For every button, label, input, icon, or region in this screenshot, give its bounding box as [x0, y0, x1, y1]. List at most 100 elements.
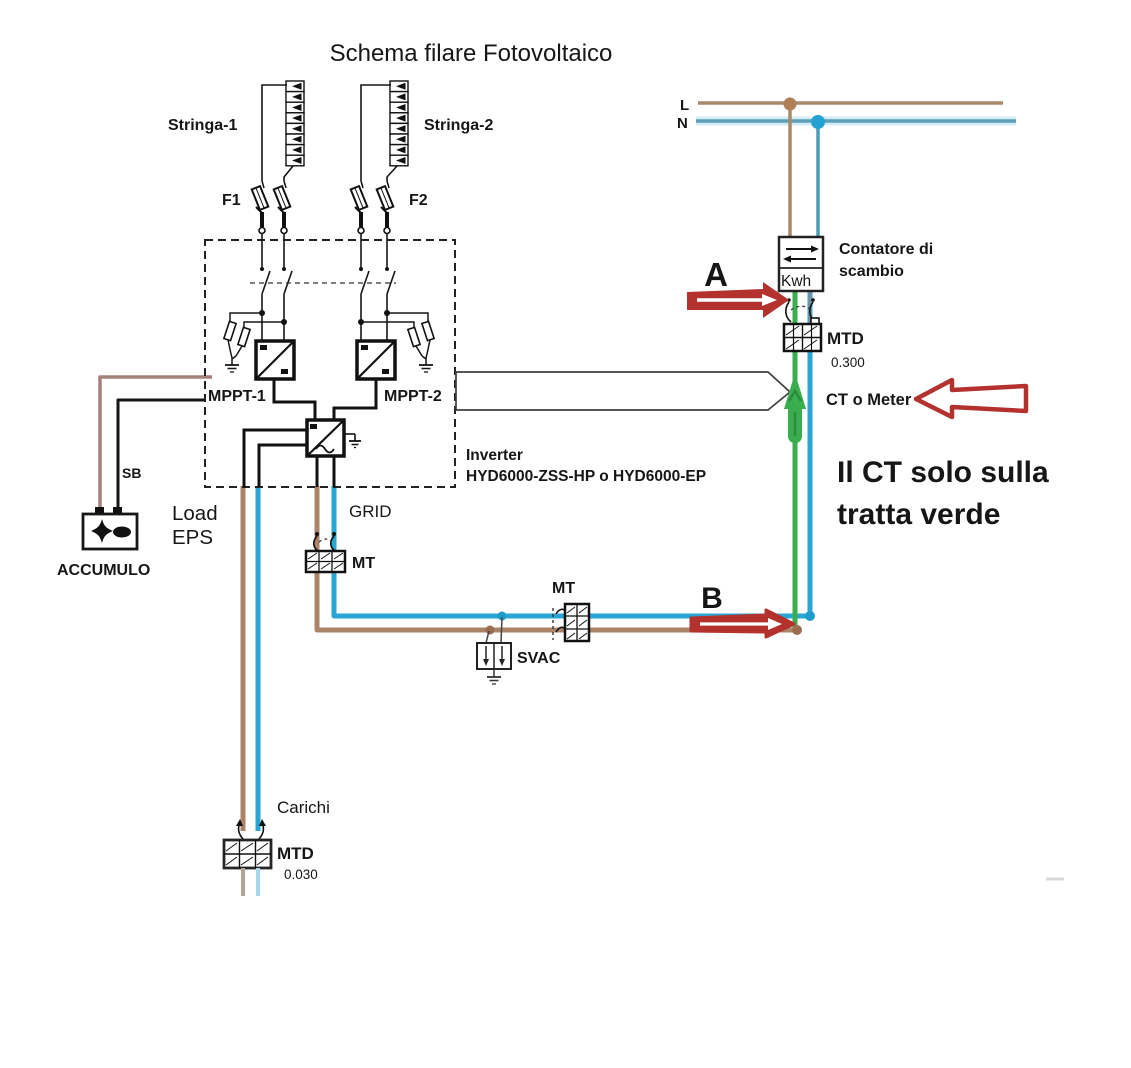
string1-label: Stringa-1: [168, 117, 237, 134]
battery-terminal: [113, 507, 122, 514]
ct-cable-pointer-arrow: [455, 371, 792, 411]
pv-module: [389, 80, 409, 93]
junction-dot-run-l: [792, 625, 802, 635]
pv-string-1-modules: [285, 80, 305, 167]
junction-dot-svac-l: [485, 625, 495, 635]
grid-label: GRID: [349, 502, 392, 521]
inverter-model-label: HYD6000-ZSS-HP o HYD6000-EP: [466, 468, 706, 485]
ground-symbol: [349, 434, 361, 449]
mt-grid-breaker: [304, 532, 347, 574]
mtd-load-breaker: [222, 819, 273, 870]
marker-b-label: B: [701, 582, 723, 615]
battery-plus-symbol: [91, 519, 113, 543]
eps-output-stub: [257, 443, 307, 487]
battery-minus-symbol: [113, 526, 131, 538]
junction-dot: [358, 319, 364, 325]
junction-dot-n: [811, 115, 825, 129]
pv-module: [285, 112, 305, 125]
string2-label: Stringa-2: [424, 117, 493, 134]
ct-note-line2: tratta verde: [837, 498, 1000, 531]
fuse-f2-b: [375, 180, 395, 235]
string-wiring: [261, 84, 398, 181]
pv-module: [389, 112, 409, 125]
pv-module: [285, 143, 305, 156]
mt-run-breaker: [552, 602, 591, 643]
meter-disconnect-switch: [785, 298, 816, 323]
marker-a-label: A: [704, 256, 728, 293]
junction-dot-svac-n: [497, 611, 507, 621]
fuse1-label: F1: [222, 192, 241, 209]
pv-module: [389, 133, 409, 146]
mtd-meter-rating: 0.300: [831, 355, 865, 370]
switch-blade: [261, 270, 271, 295]
pv-module: [389, 101, 409, 114]
battery-positive-wire: [98, 375, 212, 514]
junction-dot: [384, 310, 390, 316]
battery-terminal: [95, 507, 104, 514]
annotation-arrow-a: [687, 282, 789, 318]
junction-dot-run-n: [805, 611, 815, 621]
mppt2-converter-box: [355, 339, 397, 381]
pv-string-2-modules: [389, 80, 409, 167]
junction-dot: [281, 319, 287, 325]
battery-box: [81, 507, 139, 551]
line-n-label: N: [677, 115, 688, 132]
mppt2-output-wire: [332, 379, 378, 420]
inverter-enclosure-dashed-box: [204, 239, 456, 488]
string1-return-wire: [261, 84, 287, 181]
inverter-box: [305, 418, 361, 458]
ground-symbol: [487, 669, 501, 685]
battery-sb-wire: [116, 398, 204, 514]
mt-grid-label: MT: [352, 555, 375, 572]
switch-blade: [360, 270, 370, 295]
pv-module: [285, 101, 305, 114]
kwh-label: Kwh: [781, 273, 811, 290]
load-eps-label-line1: Load: [172, 502, 218, 525]
kwh-meter-box: [777, 235, 825, 293]
switch-contact: [359, 267, 363, 271]
mppt2-label: MPPT-2: [384, 388, 442, 405]
meter-name-line1: Contatore di: [839, 241, 933, 258]
grid-blue-wire: [331, 486, 810, 619]
battery-wire-label: SB: [122, 465, 141, 481]
ct-left-pointer-arrow: [913, 377, 1029, 420]
string2-return-wire: [360, 84, 391, 181]
switch-contact: [282, 267, 286, 271]
dc-fuses: [250, 180, 395, 235]
mppt1-label: MPPT-1: [208, 388, 266, 405]
string1-output-wire: [283, 165, 294, 181]
pv-module: [389, 154, 409, 167]
switch-blade: [386, 270, 396, 295]
line-l-label: L: [680, 97, 689, 114]
fuse-f2-a: [349, 180, 369, 235]
pv-module: [285, 133, 305, 146]
pv-module: [389, 143, 409, 156]
svac-surge-protector: [476, 616, 512, 685]
load-eps-label-line2: EPS: [172, 526, 213, 549]
mtd-load-label: MTD: [277, 844, 314, 863]
mt-run-label: MT: [552, 580, 575, 597]
mtd-meter-breaker: [782, 317, 823, 353]
svac-label: SVAC: [517, 650, 561, 667]
mtd-load-rating: 0.030: [284, 867, 318, 882]
eps-output-stub: [242, 428, 307, 487]
battery-label: ACCUMULO: [57, 562, 150, 579]
pv-module: [285, 90, 305, 103]
pv-module: [389, 122, 409, 135]
fuse2-label: F2: [409, 192, 428, 209]
inverter-name-label: Inverter: [466, 447, 523, 464]
ct-clamp: [784, 373, 806, 443]
surge-arrester-right: [361, 312, 436, 373]
junction-dot-l: [783, 97, 797, 111]
pv-module: [285, 154, 305, 167]
mppt1-converter-box: [254, 339, 296, 381]
pv-module: [285, 122, 305, 135]
meter-name-line2: scambio: [839, 263, 904, 280]
junction-dot: [259, 310, 265, 316]
mppt1-output-wire: [272, 379, 317, 420]
annotation-arrow-b: [689, 608, 796, 639]
dc-disconnect: [250, 233, 396, 341]
surge-arrester-left: [222, 312, 284, 373]
loads-label: Carichi: [277, 798, 330, 817]
